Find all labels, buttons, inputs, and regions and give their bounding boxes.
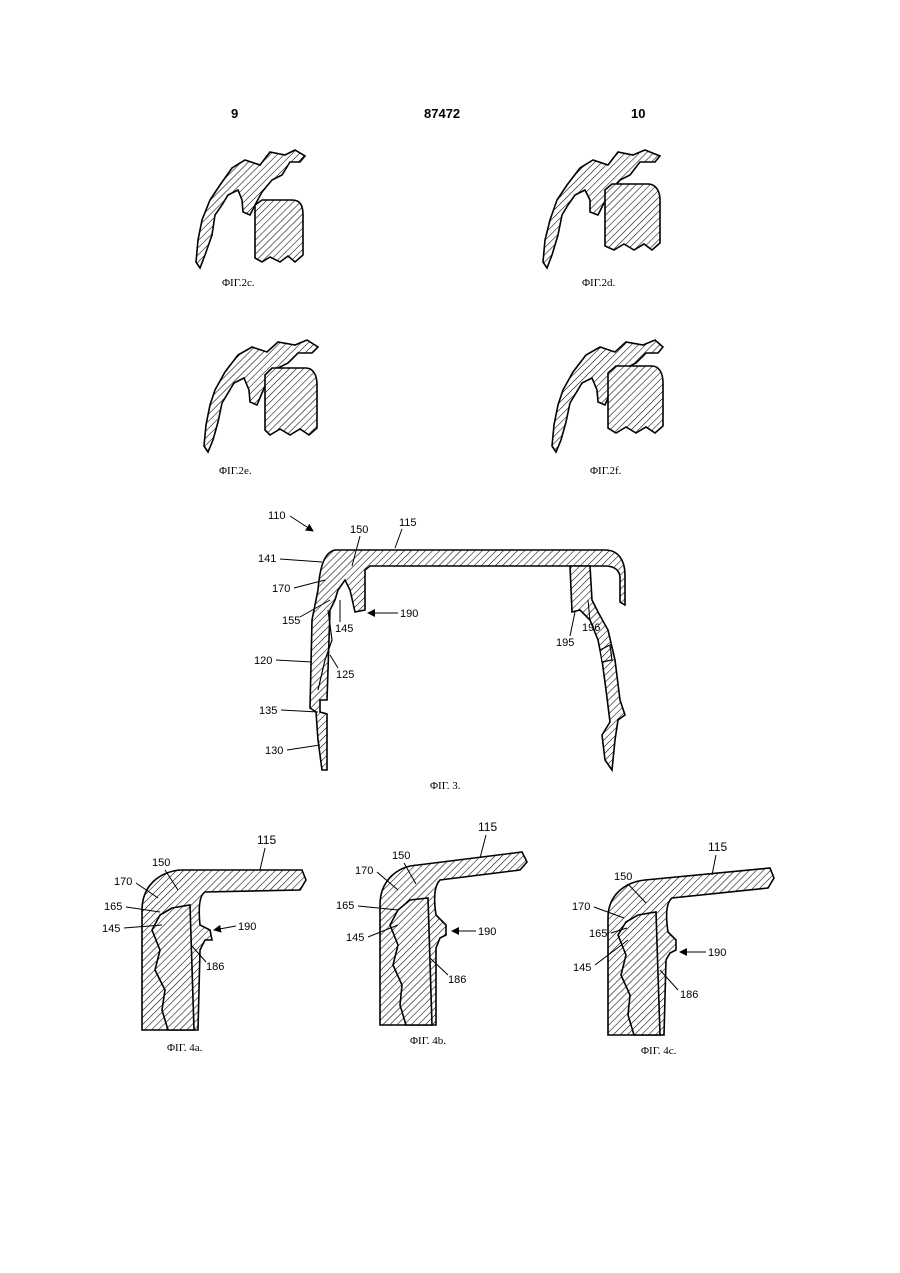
label-150: 150 [614,871,632,883]
figure-3: 110 115 150 141 170 155 145 190 195 196 … [254,510,625,792]
caption-fig-3: ΦΙΓ. 3. [430,780,461,792]
figure-4b: 115 150 170 165 145 190 186 ΦΙΓ. 4b. [336,820,527,1047]
label-150: 150 [392,850,410,862]
label-196: 196 [582,622,600,634]
label-135: 135 [259,705,277,717]
label-170: 170 [114,876,132,888]
label-186: 186 [680,989,698,1001]
label-170: 170 [272,583,290,595]
label-110: 110 [268,510,286,522]
label-165: 165 [336,900,354,912]
label-145: 145 [346,932,364,944]
label-190: 190 [708,947,726,959]
figure-4a: 115 150 170 165 145 190 186 ΦΙΓ. 4a. [102,833,306,1054]
caption-fig-4b: ΦΙΓ. 4b. [410,1035,446,1047]
label-190: 190 [238,921,256,933]
figure-2c: ΦΙΓ.2c. [196,150,305,289]
label-186: 186 [206,961,224,973]
label-170: 170 [572,901,590,913]
figure-4c: 115 150 170 165 145 190 186 ΦΙΓ. 4c. [572,840,774,1057]
label-145: 145 [102,923,120,935]
label-170: 170 [355,865,373,877]
label-190: 190 [478,926,496,938]
label-125: 125 [336,669,354,681]
label-115: 115 [708,840,727,854]
label-186: 186 [448,974,466,986]
label-165: 165 [104,901,122,913]
label-115: 115 [478,820,497,834]
label-155: 155 [282,615,300,627]
figure-2d: ΦΙΓ.2d. [543,150,660,289]
caption-fig-2e: ΦΙΓ.2e. [219,465,252,477]
caption-fig-2f: ΦΙΓ.2f. [590,465,622,477]
caption-fig-2d: ΦΙΓ.2d. [582,277,615,289]
caption-fig-4c: ΦΙΓ. 4c. [641,1045,677,1057]
caption-fig-4a: ΦΙΓ. 4a. [167,1042,203,1054]
label-141: 141 [258,553,276,565]
figure-2e: ΦΙΓ.2e. [204,340,318,477]
label-150: 150 [152,857,170,869]
label-120: 120 [254,655,272,667]
caption-fig-2c: ΦΙΓ.2c. [222,277,255,289]
label-150: 150 [350,524,368,536]
label-165: 165 [589,928,607,940]
label-115: 115 [257,833,276,847]
label-195: 195 [556,637,574,649]
label-145: 145 [335,623,353,635]
label-145: 145 [573,962,591,974]
label-130: 130 [265,745,283,757]
label-115: 115 [399,517,417,529]
label-190: 190 [400,608,418,620]
figure-2f: ΦΙΓ.2f. [552,340,663,477]
